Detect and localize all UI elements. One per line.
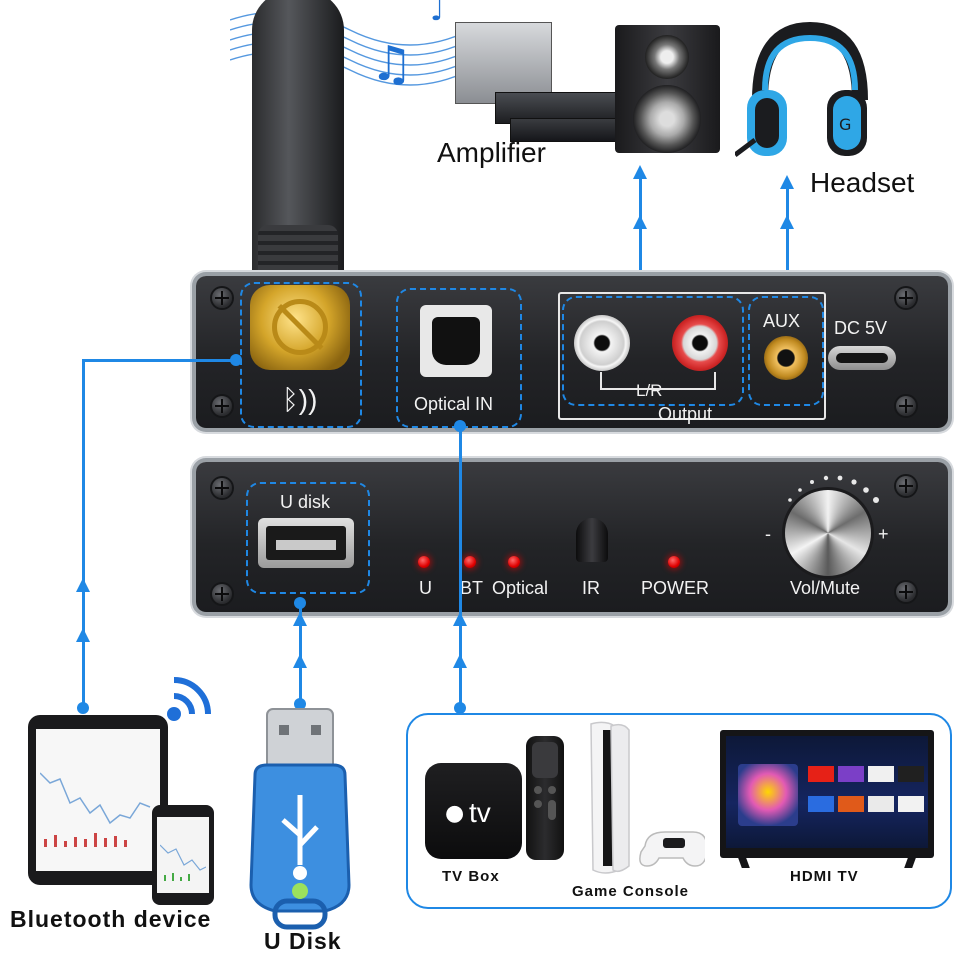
sources-box xyxy=(406,713,952,909)
antenna-connector xyxy=(250,285,350,370)
indicator-power: POWER xyxy=(641,578,710,598)
indicator-bt: BT xyxy=(460,578,484,598)
output-box xyxy=(558,292,826,420)
optical-arrow-1 xyxy=(453,612,467,626)
indicator-u: U xyxy=(419,578,432,598)
output-arrow-1 xyxy=(633,165,647,179)
aux-arrow-2 xyxy=(780,215,794,229)
back-screw-tl xyxy=(212,288,232,308)
u-disk-label: U Disk xyxy=(264,928,342,954)
apple-logo-icon: ● xyxy=(445,801,465,826)
ir-receiver xyxy=(576,518,608,562)
usb-a-port[interactable] xyxy=(258,518,354,568)
lr-bracket xyxy=(600,372,716,390)
front-screw-tl xyxy=(212,478,232,498)
wireless-signal-icon xyxy=(167,677,211,721)
indicator-ir: IR xyxy=(582,578,600,598)
bluetooth-highlight xyxy=(240,282,362,428)
aux-connector-line xyxy=(786,180,789,295)
rca-highlight xyxy=(562,296,744,406)
back-screw-tr xyxy=(896,288,916,308)
amplifier-label: Amplifier xyxy=(437,137,546,168)
udisk-arrow-1 xyxy=(293,612,307,626)
optical-connector-v xyxy=(459,424,462,708)
svg-text:♫: ♫ xyxy=(370,36,413,92)
front-screw-tr xyxy=(896,476,916,496)
optical-in-label: Optical IN xyxy=(414,394,494,414)
volume-minus: - xyxy=(765,524,771,544)
phone-image xyxy=(152,805,214,905)
bluetooth-device-label: Bluetooth device xyxy=(10,906,212,932)
aux-arrow-1 xyxy=(780,175,794,189)
back-screw-bl xyxy=(212,396,232,416)
optical-port xyxy=(420,305,492,377)
output-connector-line xyxy=(639,170,642,295)
hdmi-tv-label: HDMI TV xyxy=(790,868,859,885)
svg-text:♩: ♩ xyxy=(430,0,444,28)
game-console-label: Game Console xyxy=(572,883,690,900)
indicator-optical: Optical xyxy=(492,578,549,598)
remote-control xyxy=(526,736,564,860)
output-label: Output xyxy=(658,404,713,424)
bt-arrow-2 xyxy=(76,628,90,642)
headset-image: G xyxy=(735,21,868,157)
volume-knob[interactable] xyxy=(785,490,871,576)
bt-connector-h xyxy=(82,359,232,362)
tv-box-label: TV Box xyxy=(442,868,500,885)
back-screw-br xyxy=(896,396,916,416)
led-bt xyxy=(464,556,476,568)
aux-jack xyxy=(764,336,808,380)
aux-highlight xyxy=(748,296,824,406)
bt-connector-dot-top xyxy=(230,354,242,366)
bt-connector-dot-bottom xyxy=(77,702,89,714)
udisk-arrow-2 xyxy=(293,654,307,668)
tablet-image xyxy=(28,715,168,885)
usb-c-port xyxy=(828,346,896,370)
rca-left-white xyxy=(574,315,630,371)
udisk-highlight xyxy=(246,482,370,594)
vol-mute-label: Vol/Mute xyxy=(790,578,861,598)
udisk-connector-v xyxy=(299,600,302,700)
front-screw-br xyxy=(896,582,916,602)
antenna-collar xyxy=(258,225,338,285)
amplifier-image xyxy=(455,22,627,142)
optical-highlight xyxy=(396,288,522,428)
bt-connector-v xyxy=(82,359,85,707)
svg-text:G: G xyxy=(839,115,851,134)
bluetooth-icon: ᛒ)) xyxy=(282,384,318,415)
bt-arrow-1 xyxy=(76,578,90,592)
appletv-text: tv xyxy=(469,797,491,828)
rca-right-red xyxy=(672,315,728,371)
apple-tv-box: ● tv xyxy=(425,763,522,859)
aux-label: AUX xyxy=(763,311,801,331)
led-power xyxy=(668,556,680,568)
knob-dots xyxy=(788,475,879,503)
front-screw-bl xyxy=(212,584,232,604)
hdmi-tv-image xyxy=(720,730,934,868)
udisk-connector-dot-bottom xyxy=(294,698,306,710)
game-console-image xyxy=(590,721,705,874)
led-u xyxy=(418,556,430,568)
led-optical xyxy=(508,556,520,568)
lr-label: L/R xyxy=(636,381,663,400)
volume-plus: + xyxy=(878,524,889,544)
output-arrow-2 xyxy=(633,215,647,229)
speaker-image xyxy=(615,25,720,153)
udisk-port-label: U disk xyxy=(280,492,331,512)
headset-label: Headset xyxy=(810,167,915,198)
usb-stick-image xyxy=(249,708,351,930)
dc-label: DC 5V xyxy=(834,318,888,338)
optical-connector-dot-bottom xyxy=(454,702,466,714)
optical-arrow-2 xyxy=(453,654,467,668)
